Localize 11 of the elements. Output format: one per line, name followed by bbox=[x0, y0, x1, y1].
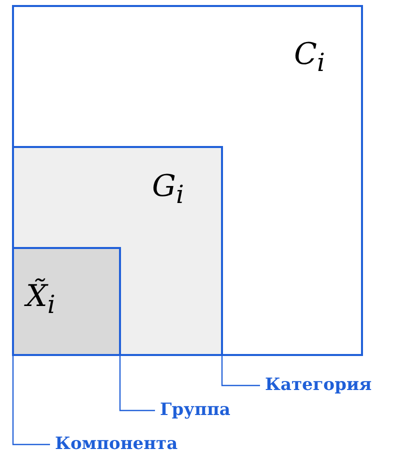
region-label: Компонента bbox=[55, 436, 178, 453]
region-box bbox=[12, 247, 121, 356]
region-symbol: C$_{i}$ bbox=[294, 40, 325, 75]
region-label: Группа bbox=[160, 402, 230, 419]
leader-line bbox=[119, 356, 155, 412]
region-box bbox=[12, 5, 363, 356]
leader-line bbox=[12, 356, 50, 446]
region-box bbox=[12, 146, 223, 356]
leader-line bbox=[221, 356, 260, 386]
region-symbol: G$_{i}$ bbox=[152, 172, 184, 207]
region-label: Категория bbox=[265, 377, 372, 394]
